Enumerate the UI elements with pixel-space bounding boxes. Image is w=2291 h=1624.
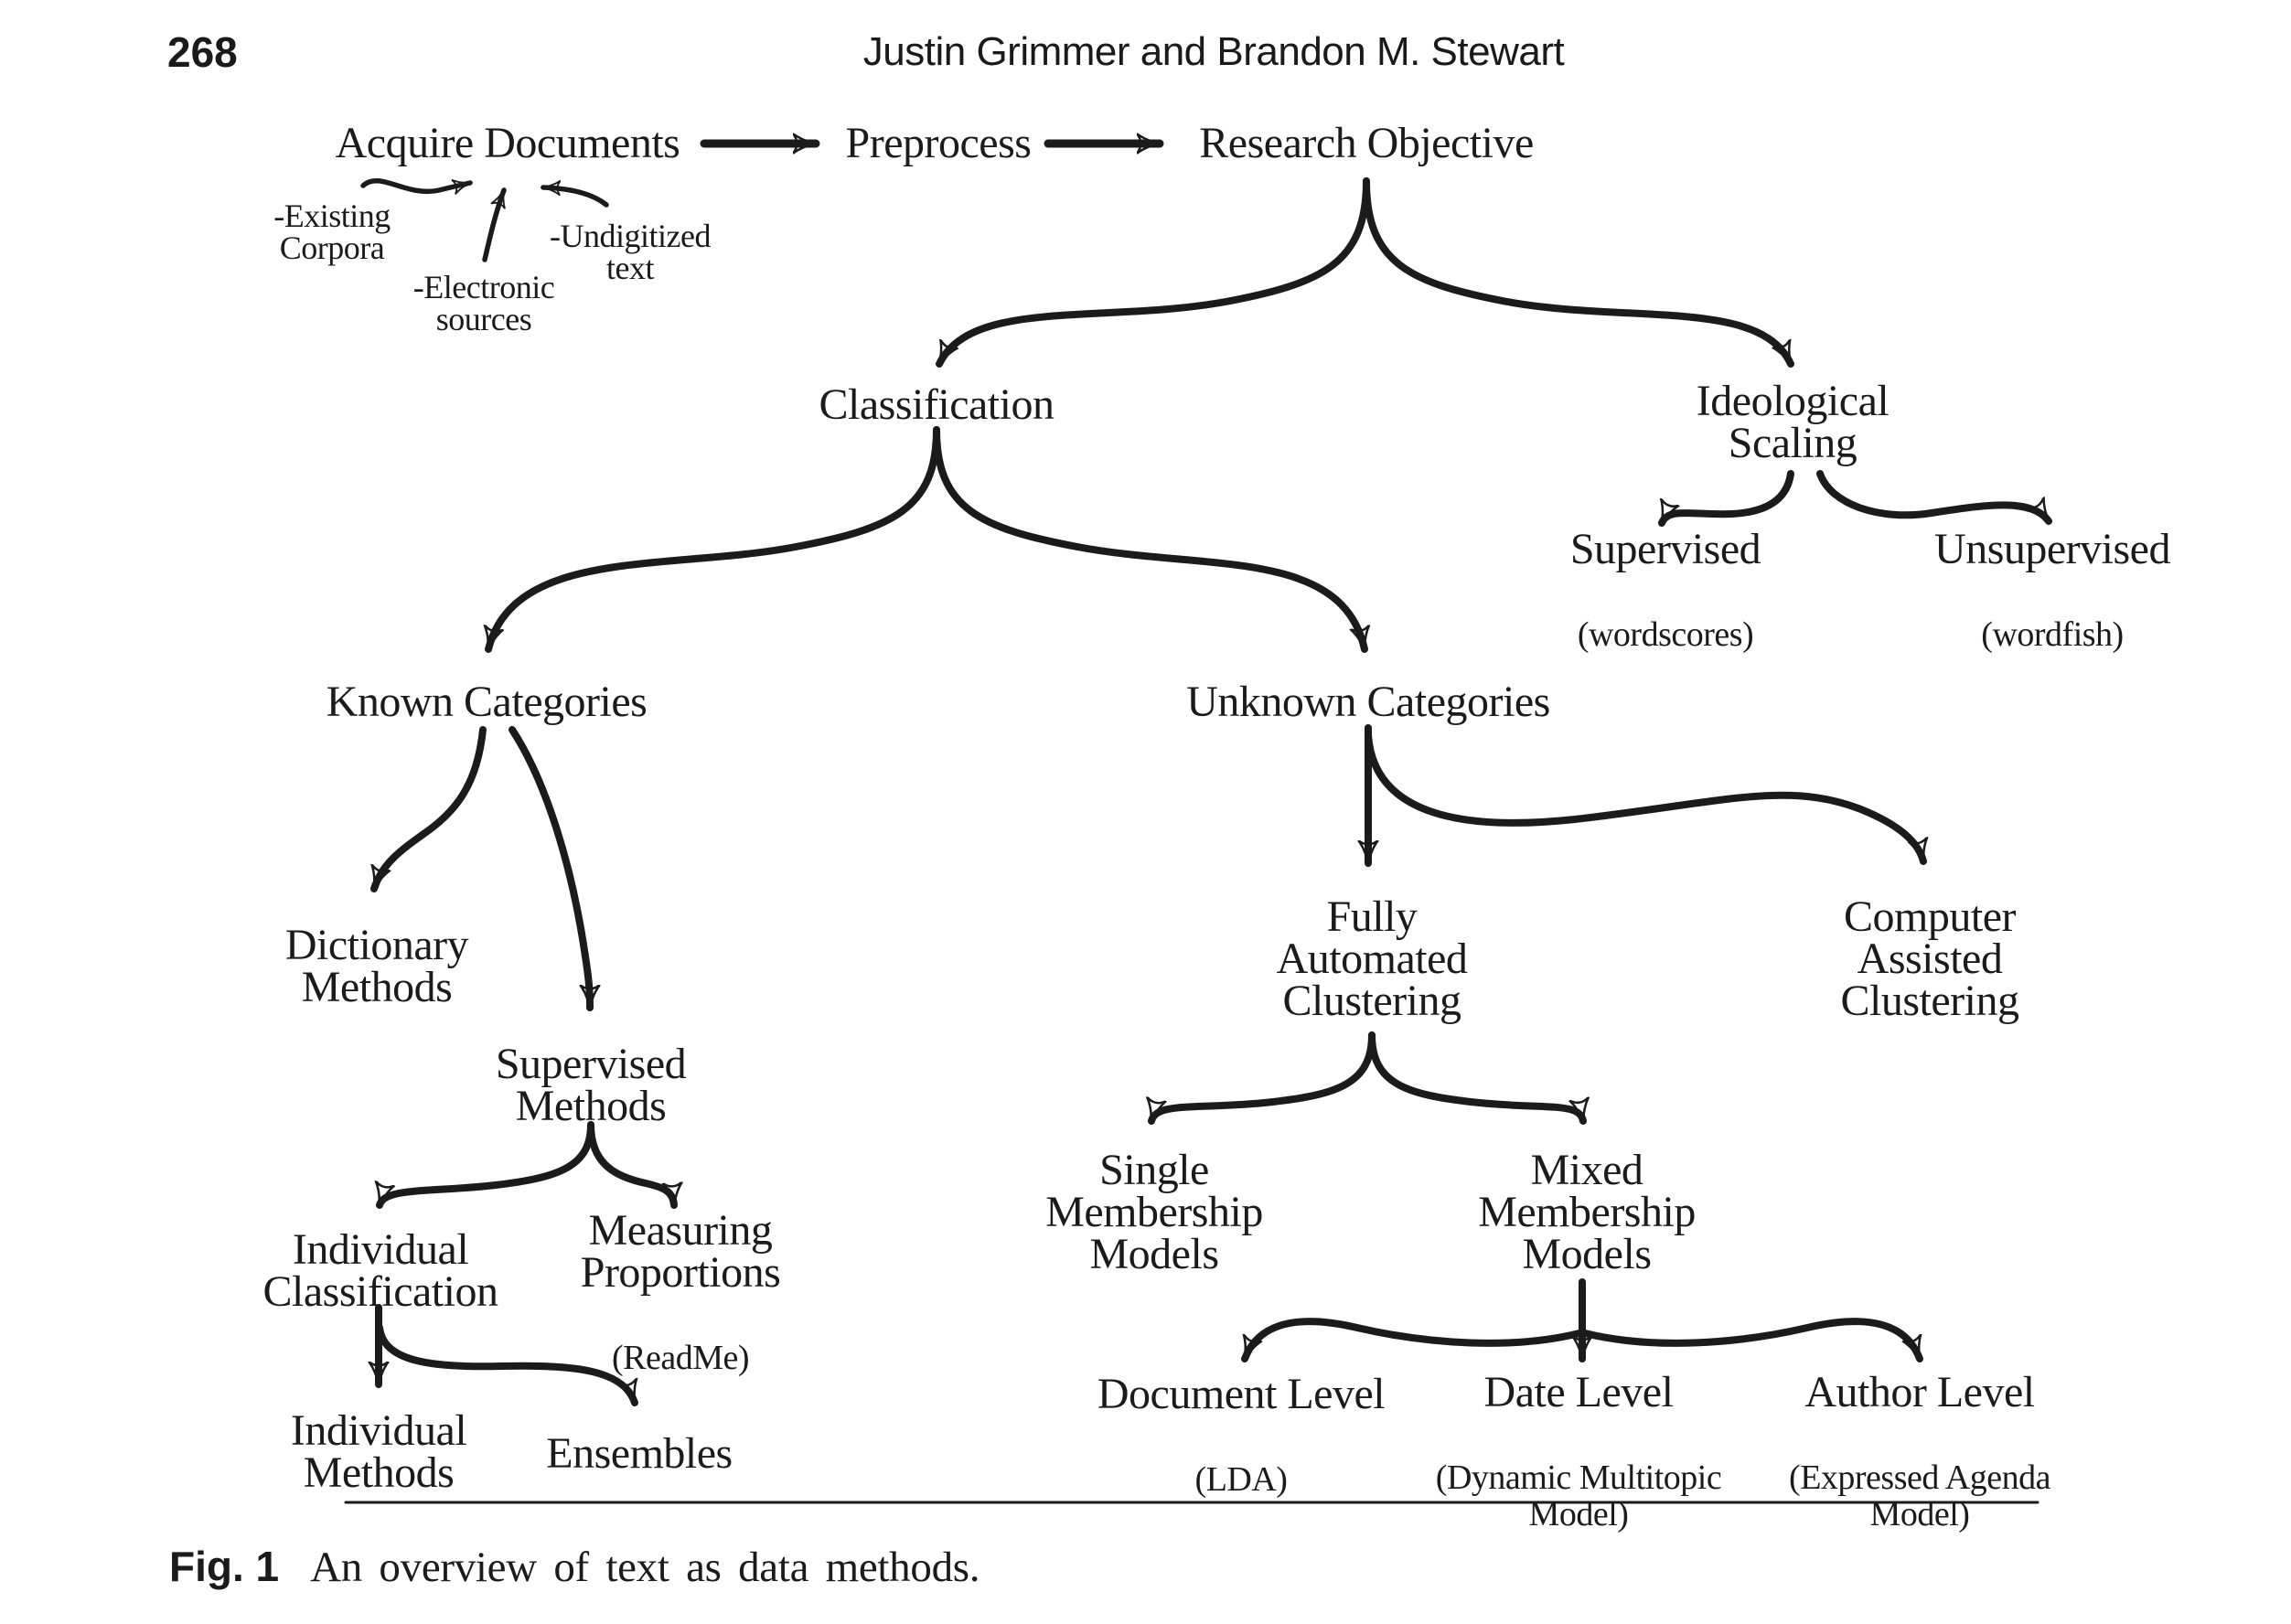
arrow-fully-to-single-icon [1151, 1031, 1376, 1125]
arrow-mixed-to-document-level-icon [1241, 1318, 1583, 1362]
note-existing-corpora: -Existing Corpora [273, 198, 391, 266]
node-document-level-label: Document Level [1097, 1370, 1386, 1418]
node-supervised-methods: Supervised Methods [495, 1040, 687, 1130]
figure-caption-label: Fig. 1 [169, 1543, 280, 1590]
arrow-research-to-ideological-icon [1363, 177, 1794, 368]
node-computer-assisted-clustering: Computer Assisted Clustering [1840, 892, 2020, 1025]
node-ensembles: Ensembles [546, 1429, 733, 1478]
node-unsupervised-scaling: Unsupervised (wordfish) [1934, 486, 2170, 695]
arrow-mixed-to-author-level-icon [1581, 1318, 1923, 1362]
note-electronic-sources: -Electronic sources [412, 269, 555, 337]
node-supervised-scaling: Supervised (wordscores) [1570, 486, 1761, 695]
node-document-level-sublabel: (LDA) [1194, 1460, 1288, 1499]
node-measuring-proportions-label: Measuring Proportions [580, 1206, 781, 1297]
arrow-research-to-classification-icon [936, 177, 1370, 368]
node-known-categories: Known Categories [326, 678, 648, 726]
figure-caption-text: An overview of text as data methods. [310, 1544, 980, 1591]
arrow-ideological-to-unsupervised-icon [1816, 470, 2052, 525]
arrow-classification-to-unknown-icon [933, 426, 1365, 653]
node-date-level-label: Date Level [1483, 1368, 1674, 1416]
node-single-membership-models: Single Membership Models [1045, 1146, 1263, 1278]
note-undigitized-text: -Undigitized text [550, 218, 711, 286]
node-classification: Classification [819, 380, 1055, 429]
node-dictionary-methods: Dictionary Methods [284, 921, 469, 1011]
arrow-classification-to-known-icon [488, 426, 940, 653]
node-individual-methods: Individual Methods [290, 1406, 467, 1497]
arrow-ideological-to-supervised-icon [1658, 470, 1794, 527]
node-measuring-proportions: Measuring Proportions (ReadMe) [581, 1168, 781, 1418]
arrow-known-to-supervised-methods-icon [509, 726, 590, 1011]
node-unsupervised-scaling-sublabel: (wordfish) [1981, 615, 2124, 654]
node-fully-automated-clustering: Fully Automated Clustering [1276, 892, 1468, 1025]
node-date-level: Date Level (Dynamic Multitopic Model) [1435, 1330, 1722, 1575]
node-author-level-label: Author Level [1804, 1368, 2035, 1416]
running-header: Justin Grimmer and Brandon M. Stewart [862, 29, 1565, 74]
node-measuring-proportions-sublabel: (ReadMe) [611, 1339, 750, 1377]
node-individual-classification: Individual Classification [262, 1225, 498, 1316]
arrow-existing-to-acquire-icon [360, 178, 470, 192]
node-preprocess: Preprocess [845, 119, 1032, 167]
node-supervised-scaling-label: Supervised [1569, 525, 1761, 573]
arrow-known-to-dictionary-icon [370, 726, 487, 892]
node-mixed-membership-models: Mixed Membership Models [1478, 1146, 1696, 1278]
node-author-level-sublabel: (Expressed Agenda Model) [1789, 1458, 2050, 1533]
node-author-level: Author Level (Expressed Agenda Model) [1789, 1330, 2050, 1575]
arrow-fully-to-mixed-icon [1368, 1031, 1583, 1125]
page-number: 268 [167, 28, 238, 76]
arrow-supervised-methods-to-measuring-proportions-icon [587, 1121, 674, 1209]
arrow-unknown-to-computer-assisted-icon [1365, 732, 1923, 865]
node-document-level: Document Level (LDA) [1097, 1331, 1386, 1540]
node-acquire-documents: Acquire Documents [335, 119, 680, 167]
node-unsupervised-scaling-label: Unsupervised [1934, 525, 2170, 573]
arrow-undigitized-to-acquire-icon [541, 187, 609, 208]
arrow-individual-classification-to-ensembles-icon [376, 1324, 638, 1406]
arrow-electronic-to-acquire-icon [482, 190, 507, 262]
arrow-supervised-methods-to-individual-classification-icon [380, 1121, 594, 1209]
figure-caption: Fig. 1 An overview of text as data metho… [169, 1542, 980, 1592]
node-date-level-sublabel: (Dynamic Multitopic Model) [1435, 1458, 1722, 1533]
node-ideological-scaling: Ideological Scaling [1696, 377, 1890, 467]
node-unknown-categories: Unknown Categories [1186, 678, 1550, 726]
node-supervised-scaling-sublabel: (wordscores) [1577, 615, 1754, 654]
node-research-objective: Research Objective [1199, 119, 1534, 167]
